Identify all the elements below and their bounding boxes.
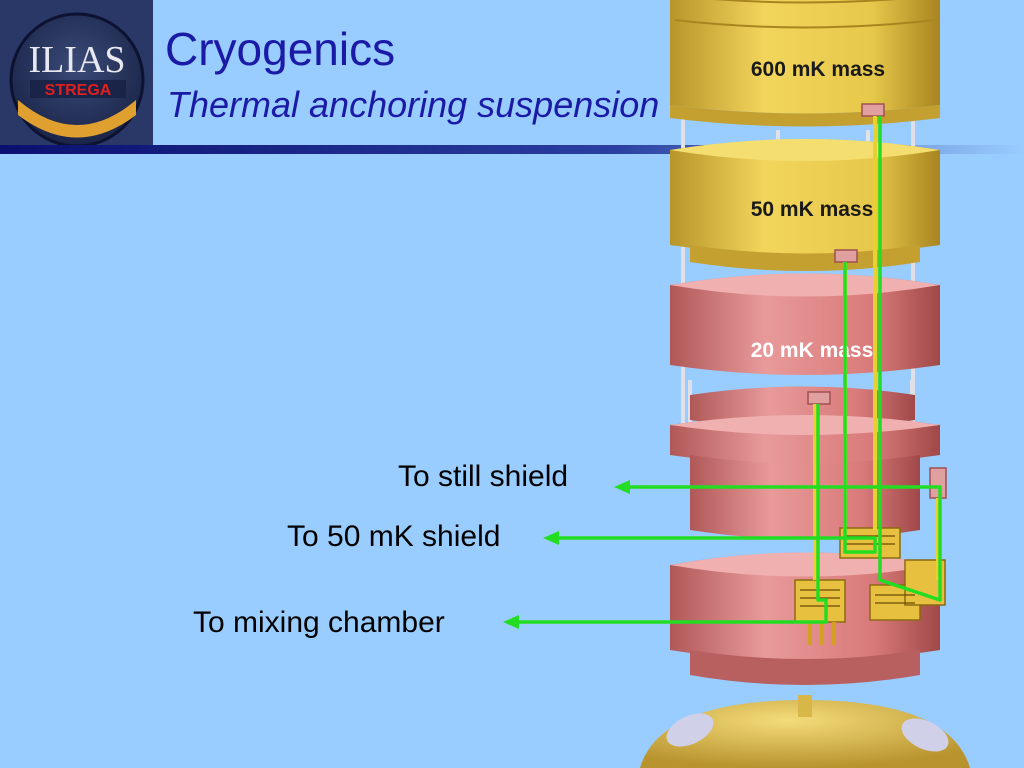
stage-20mk	[670, 273, 940, 375]
mixing-chamber-dome	[640, 700, 970, 768]
slide-title: Cryogenics	[165, 23, 396, 75]
arrowhead-mixing-chamber	[503, 615, 519, 629]
svg-text:ILIAS: ILIAS	[28, 39, 125, 81]
stage-label-50mk: 50 mK mass	[751, 198, 874, 221]
stage-600mk	[670, 0, 940, 127]
header-rule	[0, 145, 1024, 154]
callout-50mk-shield: To 50 mK shield	[287, 520, 501, 553]
slide-subtitle: Thermal anchoring suspension	[167, 84, 660, 125]
mixing-chamber-path	[518, 404, 828, 624]
callout-still-shield: To still shield	[398, 460, 569, 493]
arrowhead-still-shield	[614, 480, 630, 494]
still-shield-path	[630, 116, 942, 602]
anchoring-paths	[518, 116, 942, 624]
arrowhead-50mk-shield	[543, 531, 559, 545]
svg-text:STREGA: STREGA	[45, 82, 112, 99]
stage-label-20mk: 20 mK mass	[751, 339, 874, 362]
callout-mixing-chamber: To mixing chamber	[193, 606, 445, 639]
logo: ILIAS STREGA	[0, 0, 153, 150]
stage-still-plate	[670, 386, 940, 539]
stage-label-600mk: 600 mK mass	[751, 58, 885, 81]
cryostat-assembly: 600 mK mass 50 mK mass 20 mK mass	[640, 0, 970, 768]
stage-50mk	[670, 139, 940, 271]
arrowheads	[503, 480, 630, 629]
50mk-shield-path	[558, 262, 877, 554]
